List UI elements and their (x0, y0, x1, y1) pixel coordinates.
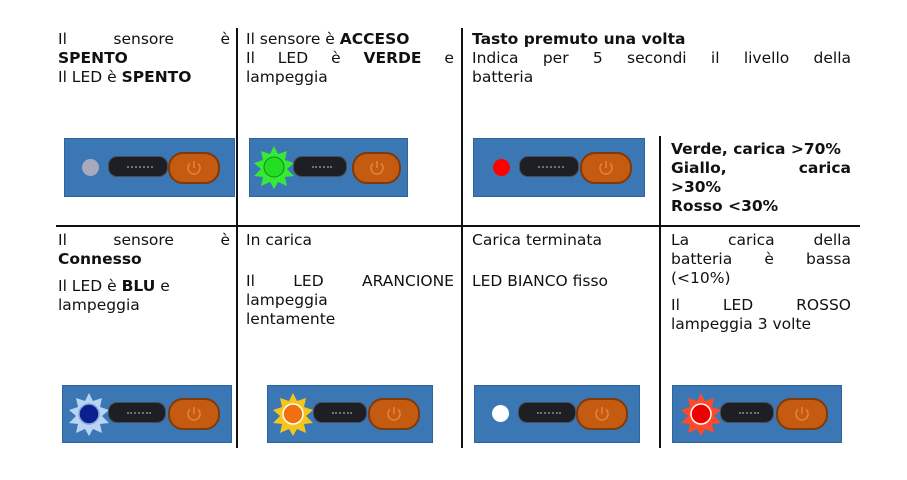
led-glow-blue (69, 393, 109, 436)
cell-charge-complete: Carica terminata LED BIANCO fisso (472, 231, 609, 290)
power-icon (369, 161, 384, 175)
led-glow-green (254, 146, 294, 189)
usb-port (518, 402, 576, 423)
usb-port (720, 402, 774, 423)
device-image-connected (62, 385, 232, 443)
power-icon (387, 407, 401, 421)
cell-sensor-off: Il sensore è SPENTO Il LED è SPENTO (58, 30, 230, 86)
power-icon (187, 161, 201, 175)
cell-button-pressed: Tasto premuto una volta Indica per 5 sec… (472, 30, 852, 86)
led-glow-orange (273, 393, 313, 436)
led-off (82, 159, 99, 176)
cell-charging: In carica Il LED ARANCIONE lampeggia len… (246, 231, 454, 328)
usb-port (519, 156, 579, 177)
power-icon (595, 407, 609, 421)
cell-sensor-on: Il sensore è ACCESO Il LED è VERDE e lam… (246, 30, 454, 86)
device-image-low-battery (672, 385, 842, 443)
device-image-battery-check (473, 138, 645, 197)
power-icon (795, 407, 809, 421)
power-button (576, 398, 628, 430)
divider-horizontal (56, 225, 860, 227)
divider-vertical-1 (236, 28, 238, 448)
device-image-off (64, 138, 235, 197)
power-button (580, 152, 632, 184)
usb-port (313, 402, 367, 423)
power-icon (187, 407, 201, 421)
usb-port (108, 156, 168, 177)
cell-sensor-connected: Il sensore è Connesso Il LED è BLU e lam… (58, 231, 230, 314)
divider-vertical-3 (659, 136, 661, 226)
led-red (493, 159, 510, 176)
power-button (352, 152, 401, 184)
power-button (168, 398, 220, 430)
power-button (776, 398, 828, 430)
device-image-charging (267, 385, 433, 443)
power-button (368, 398, 420, 430)
led-glow-red (681, 393, 721, 436)
usb-port (108, 402, 166, 423)
battery-legend: Verde, carica >70% Giallo, carica >30% R… (671, 140, 851, 215)
device-image-on (249, 138, 408, 197)
divider-vertical-2 (461, 28, 463, 448)
cell-low-battery: La carica della batteria è bassa (<10%) … (671, 231, 851, 333)
divider-vertical-3b (659, 226, 661, 448)
usb-port (293, 156, 347, 177)
device-image-charged (474, 385, 640, 443)
led-white (492, 405, 509, 422)
power-icon (599, 161, 613, 175)
power-button (168, 152, 220, 184)
